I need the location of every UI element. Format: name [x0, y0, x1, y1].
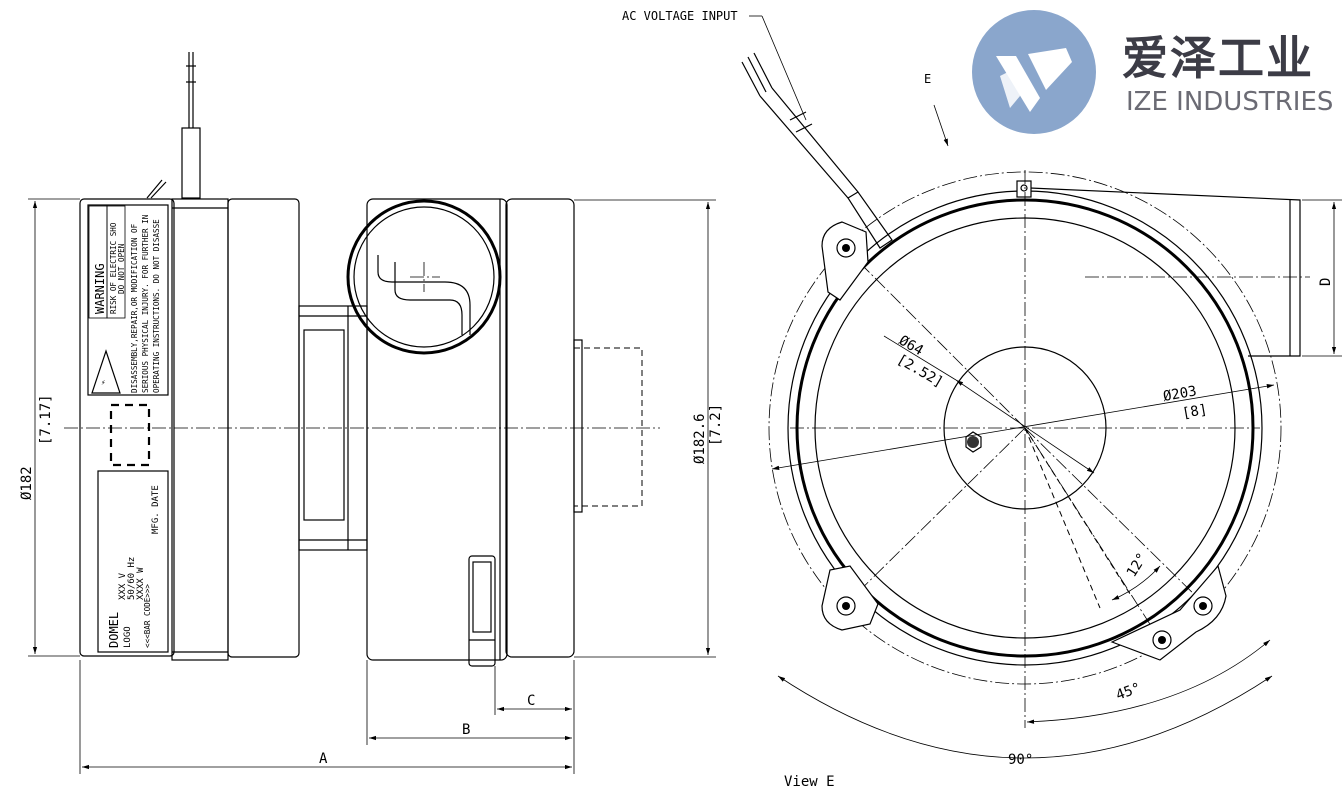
front-view: AC VOLTAGE INPUT E: [622, 9, 1342, 790]
lightning-icon: ⚡: [101, 378, 106, 387]
dim-length-b: B: [366, 660, 572, 745]
dim-angle-90: 90°: [777, 675, 1273, 768]
mount-ear-top-left: [821, 221, 869, 301]
dim-c-label: C: [527, 693, 535, 709]
view-arrow-label: E: [924, 72, 931, 86]
warning-body-1: DISASSEMBLY,REPAIR,OR MODIFICATION OF: [130, 223, 139, 393]
warning-title: WARNING: [93, 263, 107, 314]
dim-a-label: A: [319, 751, 328, 767]
dim-length-c: C: [494, 666, 572, 715]
dashed-connector-outline: [109, 403, 151, 467]
pcd-dia-inch: [8]: [1181, 402, 1209, 422]
angle-45-text: 45°: [1114, 680, 1143, 704]
ac-voltage-input-label: AC VOLTAGE INPUT: [622, 9, 738, 23]
logo-mark-icon: [972, 10, 1096, 134]
dim-hub-diameter: Ø64 [2.52]: [883, 333, 1095, 474]
dim-body-diameter: Ø182.6 [7.2]: [574, 199, 724, 658]
warning-body-3: OPERATING INSTRUCTIONS. DO NOT DISASSE: [152, 219, 161, 393]
logo-en-text: IZE INDUSTRIES: [1126, 87, 1333, 117]
dim-pcd-diameter: Ø203 [8]: [771, 383, 1275, 470]
rating-barcode: <<<BAR CODE>>>: [143, 584, 152, 648]
motor-end-cap: [79, 198, 175, 657]
mount-ear-bottom-left: [821, 565, 879, 631]
view-caption: View E: [784, 774, 835, 790]
dim-overall-dia-inch: [7.17]: [38, 394, 54, 445]
dim-outlet-d: D: [1302, 199, 1342, 357]
side-cable: [146, 52, 201, 199]
angle-90-text: 90°: [1008, 752, 1033, 768]
rating-logo: LOGO: [123, 626, 133, 648]
dim-b-label: B: [462, 722, 470, 738]
side-view: ⚡ WARNING RISK OF ELECTRIC SHO DO NOT OP…: [19, 52, 724, 774]
front-cable: [741, 52, 893, 249]
dim-length-a: A: [79, 660, 575, 774]
warning-line-1: RISK OF ELECTRIC SHO: [109, 222, 118, 314]
dim-angle-12: 12°: [1111, 550, 1161, 601]
warning-label: ⚡ WARNING RISK OF ELECTRIC SHO DO NOT OP…: [87, 204, 169, 396]
dim-overall-diameter: Ø182 [7.17]: [19, 198, 80, 657]
dim-body-dia-inch: [7.2]: [708, 404, 724, 446]
rating-freq: 50/60 Hz: [127, 557, 137, 600]
rating-label: DOMEL LOGO XXX V 50/60 Hz XXXX W <<<BAR …: [97, 470, 169, 653]
warning-line-2: DO NOT OPEN: [117, 243, 126, 294]
dim-d-label: D: [1318, 278, 1334, 286]
outlet-duct: [1029, 187, 1310, 357]
company-logo: 爱泽工业 IZE INDUSTRIES: [972, 10, 1333, 134]
dim-overall-dia-text: Ø182: [19, 466, 35, 500]
rating-mfg-date: MFG. DATE: [151, 485, 161, 534]
logo-cn-text: 爱泽工业: [1122, 31, 1314, 85]
rating-brand: DOMEL: [107, 612, 121, 648]
warning-body-2: SERIOUS PHYSICAL INJURY. FOR FURTHER IN: [141, 214, 150, 393]
rating-power: XXXX W: [136, 567, 146, 600]
pcd-dia-text: Ø203: [1162, 383, 1198, 405]
dim-body-dia-text: Ø182.6: [692, 413, 708, 464]
motor-housing: [171, 198, 229, 661]
blower-housing: [346, 198, 643, 667]
angle-12-text: 12°: [1124, 550, 1151, 580]
rating-voltage: XXX V: [118, 572, 128, 600]
